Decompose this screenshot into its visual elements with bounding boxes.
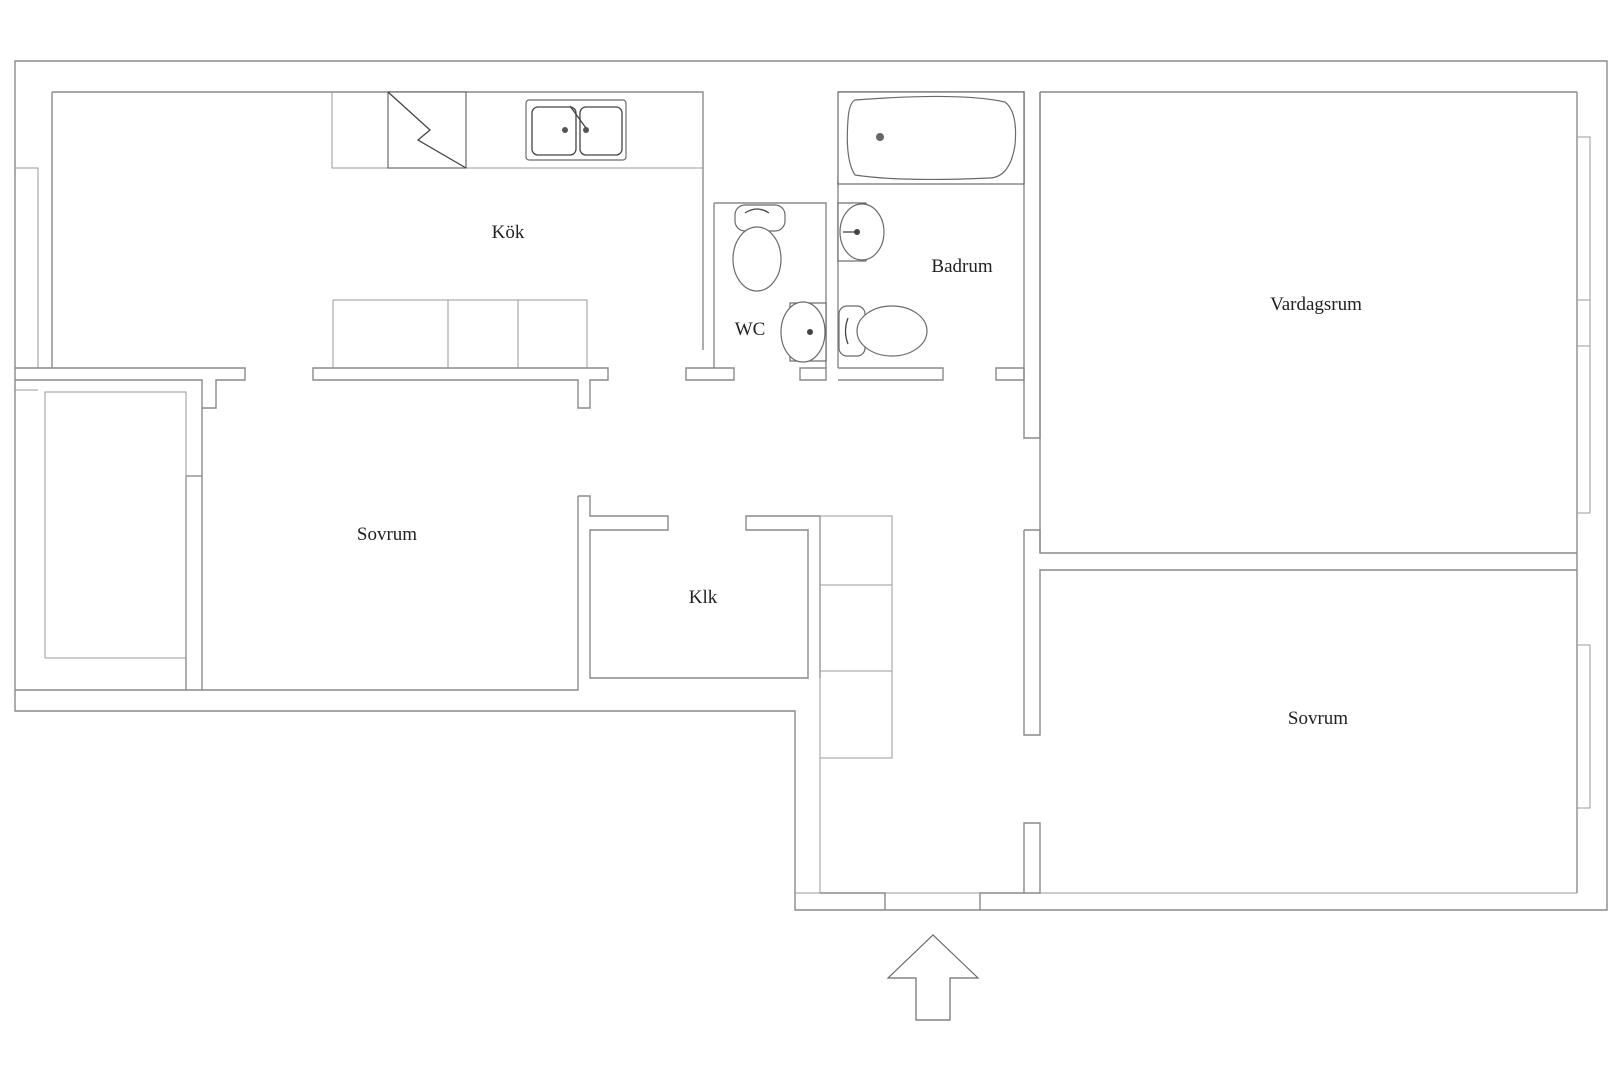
outer-walls [14, 60, 1608, 911]
entrance-arrow-icon [886, 934, 980, 1021]
stove-icon [387, 91, 467, 169]
toilet-icon [732, 204, 786, 292]
room-label-kitchen: Kök [492, 222, 525, 243]
left-bedroom-area [15, 391, 821, 691]
right-bedroom-area [820, 822, 1041, 910]
washbasin-icon [780, 301, 827, 363]
kitchen-area [15, 91, 735, 409]
living-room-area [1023, 91, 1577, 736]
room-label-bedroom-right: Sovrum [1288, 708, 1348, 729]
room-label-living-room: Vardagsrum [1270, 294, 1362, 315]
toilet-icon [838, 305, 928, 357]
bathtub-icon [837, 91, 1025, 185]
kitchen-sink-icon [525, 99, 627, 161]
room-label-walk-in-closet: Klk [689, 587, 718, 608]
washbasin-icon [837, 202, 885, 262]
room-label-bathroom: Badrum [931, 256, 992, 277]
room-label-bedroom-left: Sovrum [357, 524, 417, 545]
room-label-wc: WC [735, 319, 766, 340]
hall-storage [819, 515, 893, 893]
